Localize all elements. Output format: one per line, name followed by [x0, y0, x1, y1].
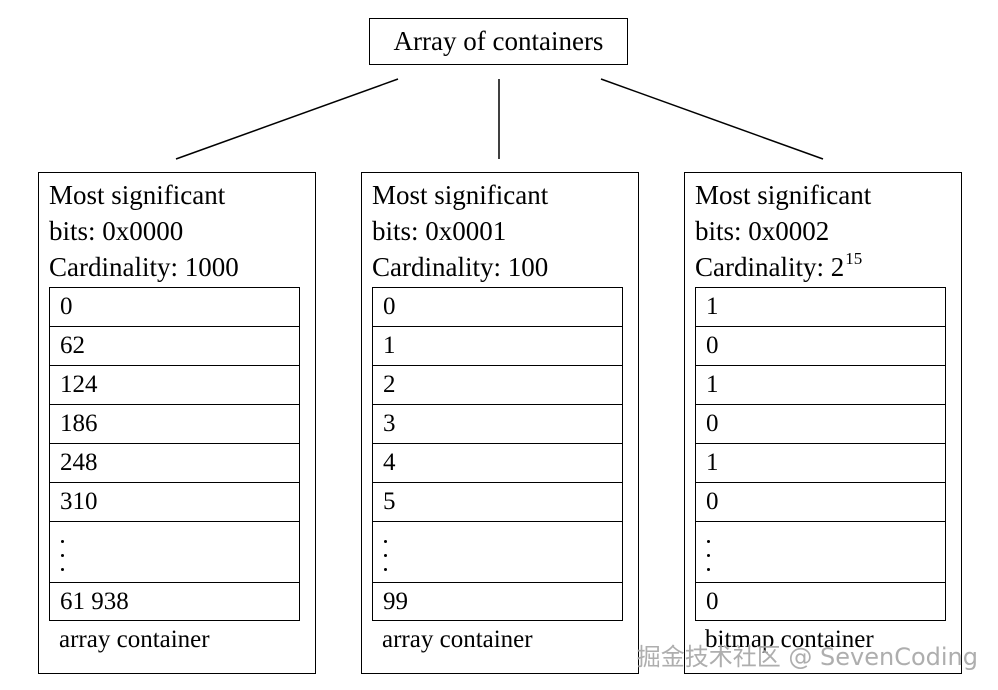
last-bit-cell: 0 [695, 582, 946, 621]
last-value-cell: 99 [372, 582, 623, 621]
vertical-ellipsis-icon [707, 540, 711, 574]
container-header: Most significant bits: 0x0002 Cardinalit… [695, 177, 871, 285]
header-line-cardinality: Cardinality: 215 [695, 249, 871, 285]
value-cell: 2 [372, 365, 623, 404]
value-cells: 0 62 124 186 248 310 61 938 [49, 287, 300, 621]
value-cell: 310 [49, 482, 300, 521]
ellipsis-cell [695, 521, 946, 582]
container-0x0002: Most significant bits: 0x0002 Cardinalit… [684, 172, 962, 674]
header-line-bits: bits: 0x0000 [49, 216, 184, 246]
value-cell: 124 [49, 365, 300, 404]
container-type-label: bitmap container [705, 626, 874, 653]
header-line-cardinality: Cardinality: 1000 [49, 252, 239, 282]
value-cell: 4 [372, 443, 623, 482]
ellipsis-cell [372, 521, 623, 582]
value-cell: 5 [372, 482, 623, 521]
vertical-ellipsis-icon [384, 540, 388, 574]
container-header: Most significant bits: 0x0000 Cardinalit… [49, 177, 239, 285]
value-cell: 1 [372, 326, 623, 365]
cardinality-base: Cardinality: 2 [695, 252, 845, 282]
bit-cell: 1 [695, 287, 946, 326]
header-line-msb: Most significant [372, 180, 549, 210]
root-array-node: Array of containers [369, 18, 628, 65]
value-cell: 248 [49, 443, 300, 482]
value-cells: 0 1 2 3 4 5 99 [372, 287, 623, 621]
header-line-cardinality: Cardinality: 100 [372, 252, 549, 282]
value-cell: 62 [49, 326, 300, 365]
bit-cell: 1 [695, 365, 946, 404]
value-cell: 186 [49, 404, 300, 443]
vertical-ellipsis-icon [61, 540, 65, 574]
container-header: Most significant bits: 0x0001 Cardinalit… [372, 177, 548, 285]
container-type-label: array container [59, 626, 210, 653]
bit-cell: 0 [695, 404, 946, 443]
container-0x0000: Most significant bits: 0x0000 Cardinalit… [38, 172, 316, 674]
last-value-cell: 61 938 [49, 582, 300, 621]
connector-line-right [600, 78, 824, 160]
bit-cell: 0 [695, 482, 946, 521]
header-line-msb: Most significant [49, 180, 226, 210]
bit-cell: 0 [695, 326, 946, 365]
container-0x0001: Most significant bits: 0x0001 Cardinalit… [361, 172, 639, 674]
value-cell: 3 [372, 404, 623, 443]
header-line-bits: bits: 0x0001 [372, 216, 507, 246]
container-type-label: array container [382, 626, 533, 653]
cardinality-exponent: 15 [845, 249, 863, 268]
root-title: Array of containers [393, 26, 604, 56]
ellipsis-cell [49, 521, 300, 582]
watermark: 掘金技术社区 @ SevenCoding [636, 643, 978, 671]
connector-line-left [175, 78, 399, 160]
value-cell: 0 [49, 287, 300, 326]
value-cells: 1 0 1 0 1 0 0 [695, 287, 946, 621]
value-cell: 0 [372, 287, 623, 326]
header-line-msb: Most significant [695, 180, 872, 210]
bit-cell: 1 [695, 443, 946, 482]
header-line-bits: bits: 0x0002 [695, 216, 830, 246]
